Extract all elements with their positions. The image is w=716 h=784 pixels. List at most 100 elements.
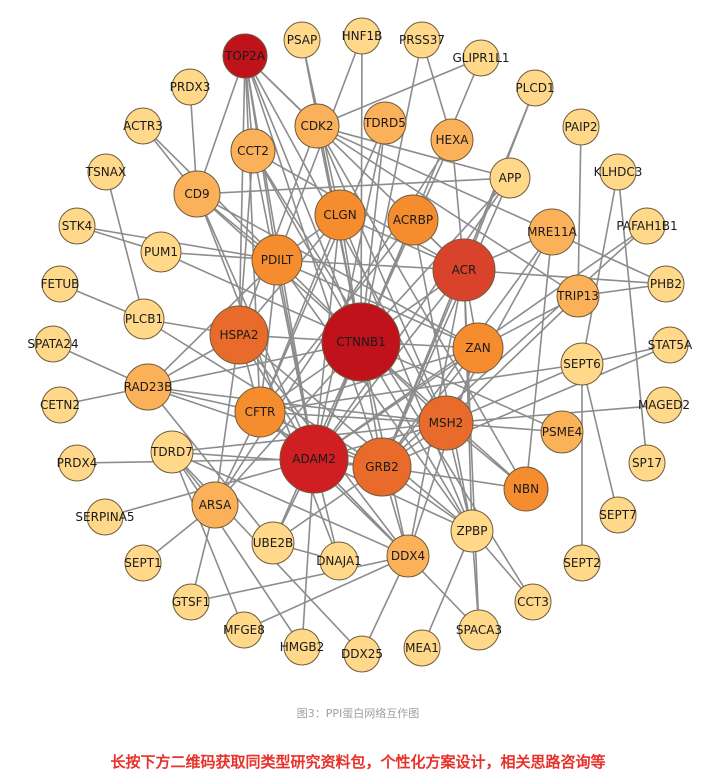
edge-tsnax-plcb1	[105, 171, 145, 320]
node-label: PSME4	[542, 425, 582, 439]
edge-trip13-msh2	[445, 295, 579, 424]
node-rad23b: RAD23B	[124, 363, 173, 411]
node-label: CLGN	[323, 208, 356, 222]
node-label: GRB2	[365, 460, 399, 474]
edge-acr-phb2	[463, 269, 667, 285]
node-label: ADAM2	[292, 452, 335, 466]
edge-actr3-ctnnb1	[142, 125, 362, 343]
node-zan: ZAN	[452, 322, 504, 374]
edge-cftr-msh2	[259, 411, 447, 424]
node-label: CCT2	[237, 144, 269, 158]
node-circle	[352, 437, 412, 497]
node-label: RAD23B	[124, 380, 173, 394]
node-label: APP	[499, 171, 522, 185]
edge-stat5a-grb2	[381, 344, 671, 468]
node-label: SEPT6	[563, 357, 600, 371]
node-app: APP	[489, 157, 531, 199]
node-label: PAFAH1B1	[616, 219, 677, 233]
node-hnf1b: HNF1B	[342, 17, 382, 55]
node-mre11a: MRE11A	[527, 208, 578, 256]
node-label: PUM1	[144, 245, 178, 259]
node-cct3: CCT3	[514, 583, 552, 621]
edge-rad23b-msh2	[147, 386, 447, 424]
edge-hnf1b-ctnnb1	[360, 35, 363, 343]
node-paip2: PAIP2	[562, 108, 600, 146]
node-hexa: HEXA	[430, 118, 474, 162]
node-circle	[234, 386, 286, 438]
node-circle	[140, 231, 182, 273]
node-pafah1b1: PAFAH1B1	[616, 207, 678, 245]
node-circle	[230, 128, 276, 174]
edge-acr-zpbp	[463, 269, 473, 532]
node-label: PLCD1	[515, 81, 554, 95]
edge-cct2-hspa2	[238, 150, 254, 336]
node-label: SEPT1	[124, 556, 161, 570]
node-circle	[124, 363, 172, 411]
node-clgn: CLGN	[314, 189, 366, 241]
edge-mfge8-tdrd7	[171, 451, 245, 631]
edge-hmgb2-tdrd7	[171, 451, 303, 648]
node-tdrd5: TDRD5	[363, 101, 407, 145]
node-circle	[450, 509, 494, 553]
edge-app-cd9	[196, 177, 511, 195]
node-label: SP17	[632, 456, 662, 470]
node-label: MSH2	[429, 416, 464, 430]
node-circle	[628, 444, 666, 482]
edge-rad23b-ube2b	[147, 386, 274, 544]
node-label: ACR	[452, 263, 477, 277]
node-ddx4: DDX4	[386, 534, 430, 578]
node-label: HEXA	[435, 133, 469, 147]
node-circle	[432, 238, 496, 302]
node-circle	[403, 21, 441, 59]
edge-prdx4-adam2	[76, 458, 315, 464]
node-adam2: ADAM2	[279, 424, 349, 494]
node-acr: ACR	[432, 238, 496, 302]
node-circle	[222, 33, 268, 79]
node-circle	[563, 544, 601, 582]
edge-pdilt-zan	[276, 259, 479, 349]
node-circle	[528, 208, 576, 256]
node-pdilt: PDILT	[251, 234, 303, 286]
node-label: ZPBP	[457, 524, 488, 538]
node-stat5a: STAT5A	[648, 326, 693, 364]
node-label: PDILT	[261, 253, 294, 267]
edge-clgn-zpbp	[339, 214, 473, 532]
edge-gtsf1-ddx4	[190, 555, 409, 603]
node-label: SERPINA5	[75, 510, 134, 524]
node-glipr1l1: GLIPR1L1	[452, 39, 510, 77]
node-circle	[343, 17, 381, 55]
edge-tdrd5-cftr	[259, 122, 386, 413]
node-circle	[279, 424, 349, 494]
node-label: TOP2A	[224, 49, 266, 63]
node-prss37: PRSS37	[399, 21, 445, 59]
node-label: MEA1	[405, 641, 439, 655]
node-mfge8: MFGE8	[223, 611, 265, 649]
edge-cd9-zan	[196, 193, 479, 349]
node-label: ARSA	[199, 498, 232, 512]
node-circle	[283, 628, 321, 666]
node-circle	[123, 298, 165, 340]
node-circle	[599, 496, 637, 534]
node-label: HSPA2	[220, 328, 259, 342]
node-grb2: GRB2	[352, 437, 412, 497]
node-circle	[514, 583, 552, 621]
node-circle	[225, 611, 263, 649]
node-circle	[430, 118, 474, 162]
node-sept6: SEPT6	[560, 342, 604, 386]
node-circle	[560, 342, 604, 386]
node-circle	[41, 386, 79, 424]
node-circle	[172, 583, 210, 621]
figure-caption: 图3：PPI蛋白网络互作图	[296, 707, 420, 720]
node-label: PLCB1	[125, 312, 163, 326]
node-label: UBE2B	[253, 536, 293, 550]
node-circle	[283, 21, 321, 59]
node-mea1: MEA1	[403, 629, 441, 667]
node-circle	[124, 107, 162, 145]
node-arsa: ARSA	[191, 481, 239, 529]
node-circle	[540, 410, 584, 454]
node-circle	[387, 194, 439, 246]
node-circle	[628, 207, 666, 245]
node-label: SPATA24	[27, 337, 78, 351]
node-nbn: NBN	[503, 466, 549, 512]
node-trip13: TRIP13	[556, 274, 600, 318]
